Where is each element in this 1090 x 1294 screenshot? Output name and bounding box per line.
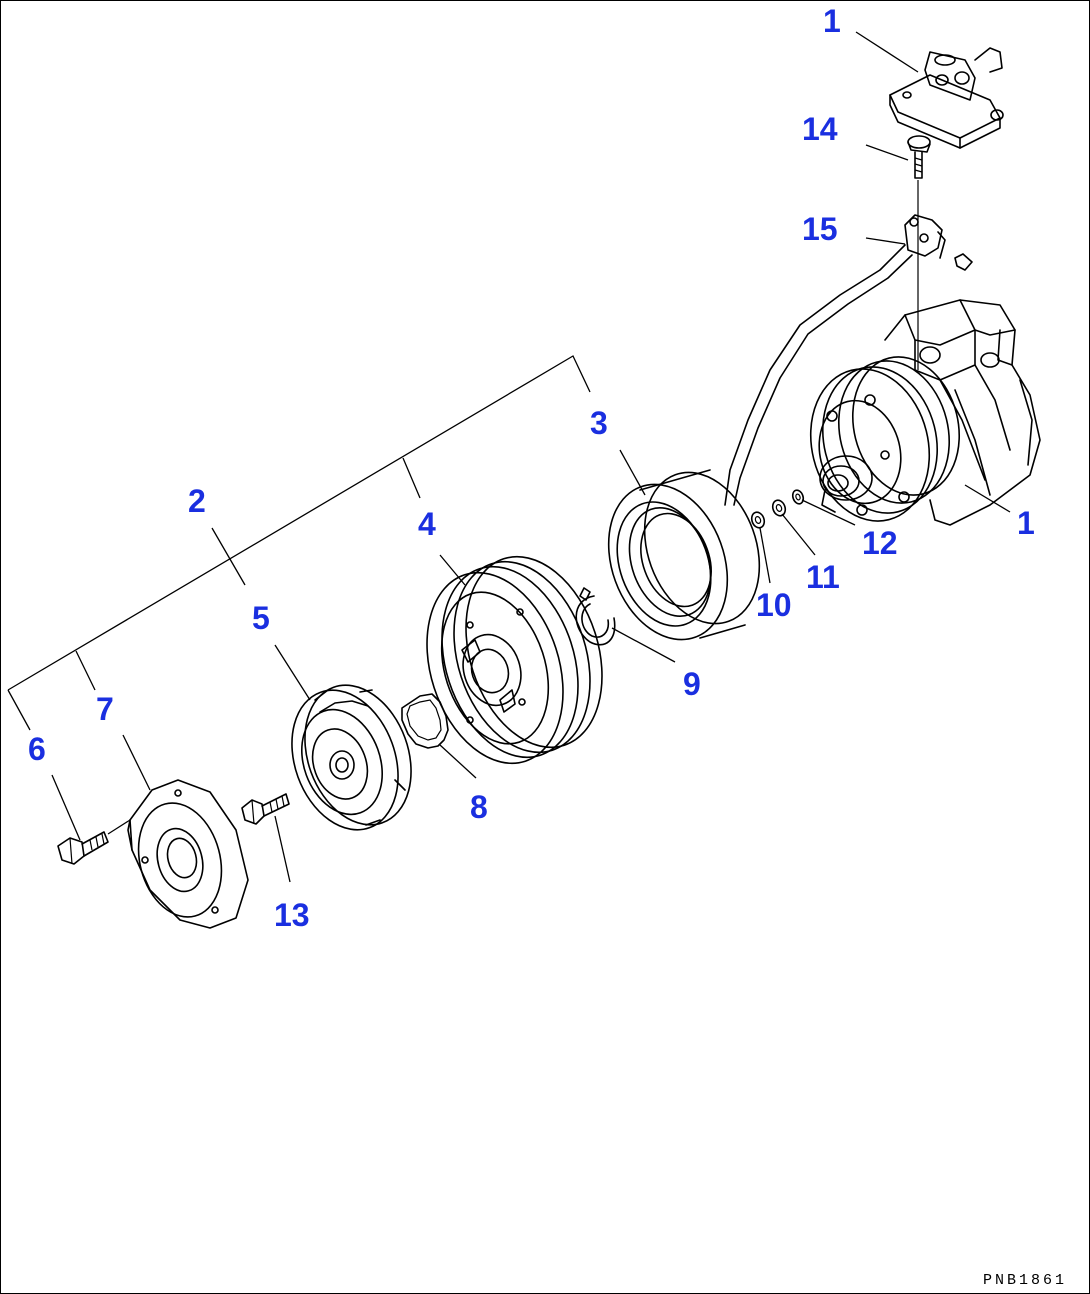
part-1-fitting (889, 47, 1004, 149)
callout-15: 15 (802, 211, 838, 247)
part-15-bracket-hose (724, 180, 973, 506)
callout-1-top: 1 (823, 3, 841, 39)
drawing-number: PNB1861 (983, 1272, 1067, 1289)
part-6-bolt (57, 819, 131, 865)
part-5-pressure-plate (291, 684, 412, 831)
callout-7: 7 (96, 691, 114, 727)
callout-9: 9 (683, 666, 701, 702)
assembly-bracket (7, 355, 591, 731)
callout-8: 8 (470, 789, 488, 825)
parts-10-11-12-shims (750, 489, 805, 529)
callout-1-body: 1 (1017, 505, 1035, 541)
callout-labels: 1 14 15 3 1 12 11 10 9 2 4 5 8 7 6 13 (28, 3, 1035, 933)
leader-lines (51, 31, 1011, 883)
part-3-field-coil (607, 469, 761, 641)
callout-5: 5 (252, 600, 270, 636)
callout-4: 4 (418, 506, 436, 542)
callout-14: 14 (802, 111, 838, 147)
callout-12: 12 (862, 525, 898, 561)
part-13-bolt (241, 793, 290, 825)
callout-10: 10 (756, 587, 792, 623)
callout-3: 3 (590, 405, 608, 441)
part-8-shim (401, 693, 449, 749)
part-4-pulley (426, 555, 603, 765)
part-1-compressor (809, 299, 1041, 526)
callout-6: 6 (28, 731, 46, 767)
callout-13: 13 (274, 897, 310, 933)
part-9-snap-ring (575, 587, 616, 646)
part-14-bolt (907, 135, 931, 179)
callout-11: 11 (806, 559, 840, 595)
part-7-cover-plate (127, 779, 249, 929)
callout-2: 2 (188, 483, 206, 519)
